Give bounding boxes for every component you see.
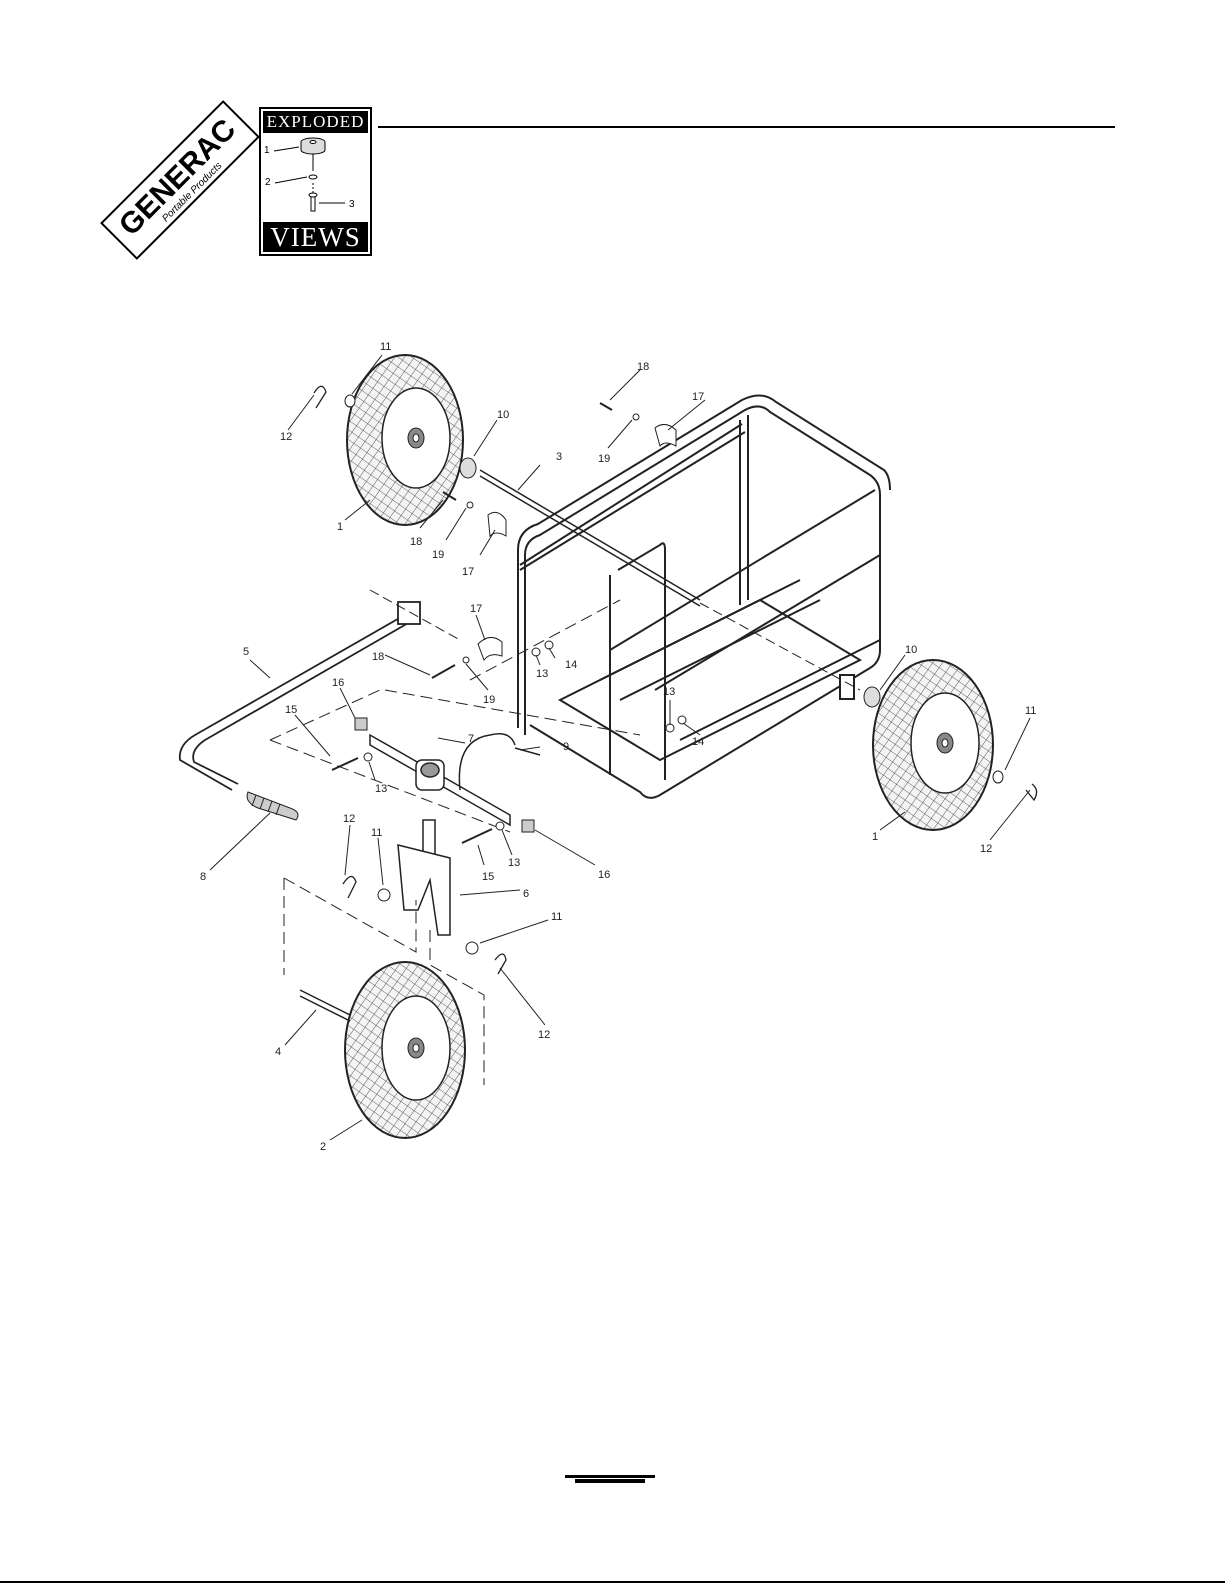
badge-bottom-label: VIEWS	[263, 222, 368, 252]
callout-17: 17	[692, 391, 704, 403]
badge-illustration: 1 2 3	[261, 133, 366, 219]
callout-18: 18	[372, 651, 384, 663]
header-rule	[378, 126, 1115, 128]
tongue-7	[370, 735, 510, 860]
callout-11: 11	[380, 341, 391, 353]
callout-1: 1	[337, 521, 343, 533]
callout-14: 14	[692, 736, 704, 748]
badge-callout-2: 2	[265, 177, 271, 188]
callout-11: 11	[371, 827, 382, 839]
callout-18: 18	[410, 536, 422, 548]
callout-12: 12	[343, 813, 355, 825]
callout-14: 14	[565, 659, 577, 671]
page-number-mark	[565, 1475, 655, 1483]
grip-8	[247, 792, 298, 820]
badge-callout-1: 1	[264, 145, 270, 156]
callout-13: 13	[663, 686, 675, 698]
callout-5: 5	[243, 646, 249, 658]
callout-10: 10	[497, 409, 509, 421]
callout-16: 16	[332, 677, 344, 689]
callout-12: 12	[280, 431, 292, 443]
callout-9: 9	[563, 741, 569, 753]
callout-2: 2	[320, 1141, 326, 1153]
callout-12: 12	[538, 1029, 550, 1041]
badge-callout-3: 3	[349, 199, 355, 210]
callout-19: 19	[483, 694, 495, 706]
wheel-1-upper	[347, 355, 463, 525]
callout-16: 16	[598, 869, 610, 881]
exploded-views-badge: EXPLODED 1 2 3 VIEWS	[259, 107, 372, 256]
generac-logo: GENERAC Portable Products	[100, 100, 260, 260]
callout-13: 13	[508, 857, 520, 869]
callout-13: 13	[536, 668, 548, 680]
callout-4: 4	[275, 1046, 281, 1058]
callout-6: 6	[523, 888, 529, 900]
callout-11: 11	[551, 911, 562, 923]
callout-12: 12	[980, 843, 992, 855]
callout-7: 7	[468, 733, 474, 745]
bracket-6	[398, 845, 450, 935]
callout-19: 19	[432, 549, 444, 561]
callout-17: 17	[462, 566, 474, 578]
brand-name: GENERAC	[113, 113, 242, 242]
callout-19: 19	[598, 453, 610, 465]
bottom-rule	[0, 1581, 1225, 1583]
callout-13: 13	[375, 783, 387, 795]
callout-8: 8	[200, 871, 206, 883]
badge-top-label: EXPLODED	[263, 111, 368, 133]
handle-5	[180, 590, 460, 790]
callout-15: 15	[482, 871, 494, 883]
callout-17: 17	[470, 603, 482, 615]
callout-18: 18	[637, 361, 649, 373]
callout-15: 15	[285, 704, 297, 716]
wheel-2-front	[345, 962, 465, 1138]
callout-10: 10	[905, 644, 917, 656]
callout-11: 11	[1025, 705, 1036, 717]
wheel-1-right	[873, 660, 993, 830]
axle-4	[300, 990, 350, 1021]
callout-3: 3	[556, 451, 562, 463]
exploded-diagram: 1 1 2 3 4 5 6 7 8 9 10 10 11 11 11 11 12…	[0, 300, 1225, 1500]
callout-1: 1	[872, 831, 878, 843]
